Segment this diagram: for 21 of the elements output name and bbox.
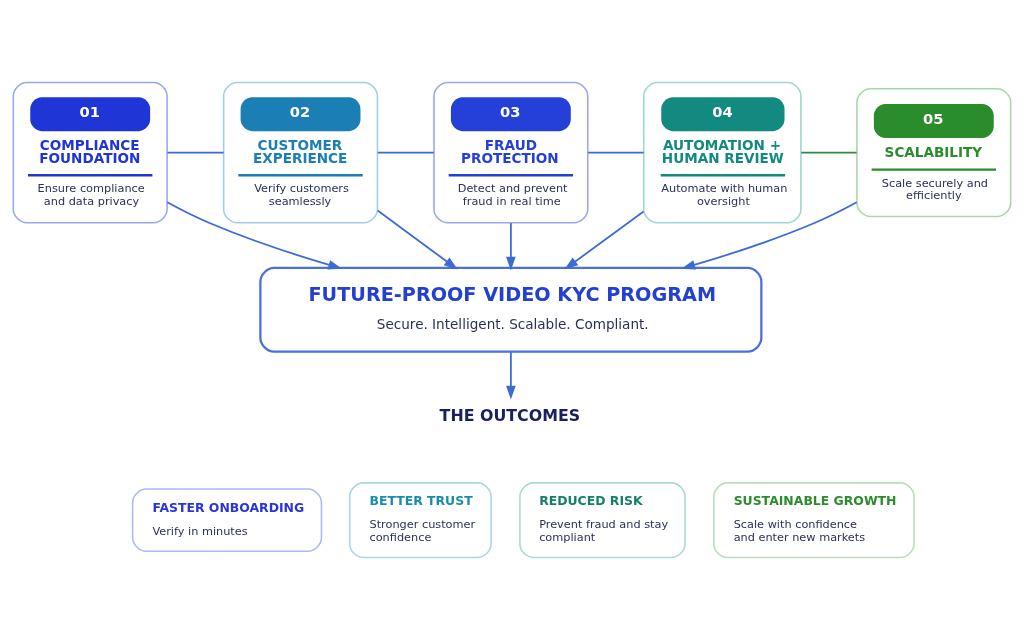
- node-box: FASTER ONBOARDING Verify in minutes: [131, 488, 323, 553]
- node-box: BETTER TRUST Stronger customer confidence: [348, 482, 492, 559]
- node-box: 04 AUTOMATION + HUMAN REVIEW Automate with human oversight: [642, 81, 802, 224]
- arrow: [166, 201, 343, 270]
- node-box: REDUCED RISK Prevent fraud and stay compliant: [519, 482, 686, 559]
- connector: [376, 151, 435, 154]
- connector: [800, 151, 858, 154]
- arrow: [564, 210, 645, 270]
- arrow: [506, 351, 516, 400]
- arrow: [681, 201, 858, 270]
- node-box: 02 CUSTOMER EXPERIENCE Verify customers seamlessly: [222, 81, 379, 224]
- connector: [587, 151, 645, 154]
- node-box: FUTURE-PROOF VIDEO KYC PROGRAM Secure. Intelligent. Scalable. Compliant.: [259, 266, 763, 353]
- arrow: [376, 209, 458, 270]
- node-box: 03 FRAUD PROTECTION Detect and prevent fraud in real time: [433, 81, 589, 224]
- node-box: SUSTAINABLE GROWTH Scale with confidence and enter new markets: [713, 482, 915, 559]
- connector: [166, 151, 225, 154]
- node-text: THE OUTCOMES: [439, 405, 581, 425]
- arrow: [506, 222, 516, 271]
- node-box: 05 SCALABILITY Scale securely and efficiently: [856, 87, 1012, 218]
- node-box: 01 COMPLIANCE FOUNDATION Ensure compliance and data privacy: [12, 81, 168, 224]
